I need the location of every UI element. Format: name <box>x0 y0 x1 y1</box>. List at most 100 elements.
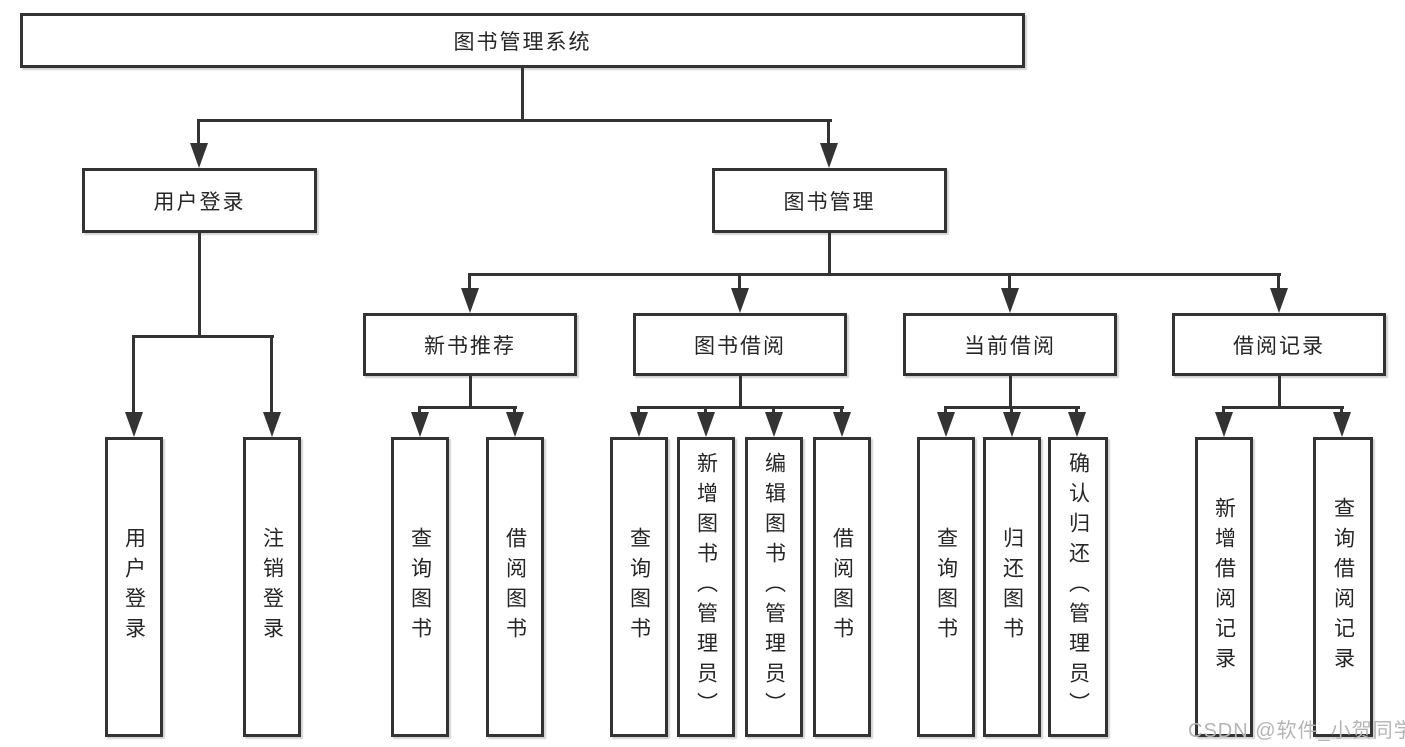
arrow-head-icon <box>937 412 955 437</box>
arrow-down-icon <box>937 406 955 437</box>
leaf-user-login-label: 用户登录 <box>122 527 146 647</box>
arrow-head-icon <box>1270 288 1288 313</box>
arrow-head-icon <box>630 412 648 437</box>
arrow-down-icon <box>1333 406 1351 437</box>
leaf-add-book-admin: 新增图书（管理员） <box>677 437 735 737</box>
connector-bookborrow-stub <box>739 376 742 406</box>
leaf-return-book: 归还图书 <box>983 437 1041 737</box>
node-current-borrowing: 当前借阅 <box>903 313 1117 376</box>
arrow-down-icon <box>1270 273 1288 313</box>
arrow-down-icon <box>630 406 648 437</box>
arrow-shaft <box>1008 273 1011 295</box>
arrow-head-icon <box>411 412 429 437</box>
leaf-query-book-2-label: 查询图书 <box>627 527 651 647</box>
leaf-query-book-2: 查询图书 <box>610 437 668 737</box>
arrow-head-icon <box>765 412 783 437</box>
arrow-head-icon <box>1215 412 1233 437</box>
arrow-head-icon <box>1003 412 1021 437</box>
leaf-query-book-1: 查询图书 <box>391 437 449 737</box>
node-new-book-recommend-label: 新书推荐 <box>424 334 516 358</box>
leaf-confirm-return-admin: 确认归还（管理员） <box>1048 437 1108 737</box>
node-book-management-label: 图书管理 <box>783 190 876 214</box>
connector-level3-rail <box>468 273 1281 276</box>
arrow-down-icon <box>820 119 838 168</box>
node-root-label: 图书管理系统 <box>453 30 592 54</box>
connector-newbook-rail <box>418 406 517 409</box>
arrow-down-icon <box>1215 406 1233 437</box>
node-borrowing-records-label: 借阅记录 <box>1233 334 1325 358</box>
connector-newbook-stub <box>469 376 472 406</box>
leaf-query-book-3: 查询图书 <box>917 437 975 737</box>
arrow-down-icon <box>765 406 783 437</box>
connector-root-stub <box>521 68 524 119</box>
leaf-user-login: 用户登录 <box>105 437 163 737</box>
arrow-shaft <box>270 335 273 419</box>
node-book-borrowing-label: 图书借阅 <box>694 334 786 358</box>
arrow-shaft <box>197 119 200 150</box>
connector-records-stub <box>1278 376 1281 406</box>
node-current-borrowing-label: 当前借阅 <box>964 334 1056 358</box>
arrow-down-icon <box>190 119 208 168</box>
node-user-login-label: 用户登录 <box>153 190 246 214</box>
connector-currentborrow-stub <box>1009 376 1012 406</box>
arrow-head-icon <box>263 412 281 437</box>
leaf-query-book-1-label: 查询图书 <box>408 527 432 647</box>
node-book-borrowing: 图书借阅 <box>633 313 847 376</box>
arrow-down-icon <box>461 273 479 313</box>
leaf-confirm-return-admin-label: 确认归还（管理员） <box>1066 452 1090 722</box>
node-user-login: 用户登录 <box>82 168 317 233</box>
arrow-head-icon <box>820 143 838 168</box>
leaf-query-book-3-label: 查询图书 <box>934 527 958 647</box>
leaf-borrow-book-2-label: 借阅图书 <box>830 527 854 647</box>
leaf-logout: 注销登录 <box>243 437 301 737</box>
leaf-query-borrow-record-label: 查询借阅记录 <box>1331 497 1355 677</box>
arrow-head-icon <box>833 412 851 437</box>
node-new-book-recommend: 新书推荐 <box>363 313 577 376</box>
arrow-shaft <box>1277 273 1280 295</box>
leaf-query-borrow-record: 查询借阅记录 <box>1313 437 1373 737</box>
leaf-borrow-book-1: 借阅图书 <box>486 437 544 737</box>
arrow-down-icon <box>1001 273 1019 313</box>
arrow-down-icon <box>125 335 143 437</box>
node-borrowing-records: 借阅记录 <box>1172 313 1386 376</box>
connector-records-rail <box>1222 406 1344 409</box>
leaf-edit-book-admin: 编辑图书（管理员） <box>745 437 803 737</box>
leaf-add-borrow-record-label: 新增借阅记录 <box>1212 497 1236 677</box>
arrow-head-icon <box>1068 412 1086 437</box>
arrow-down-icon <box>731 273 749 313</box>
arrow-down-icon <box>411 406 429 437</box>
leaf-borrow-book-2: 借阅图书 <box>813 437 871 737</box>
arrow-head-icon <box>1001 288 1019 313</box>
leaf-add-borrow-record: 新增借阅记录 <box>1195 437 1253 737</box>
node-book-management: 图书管理 <box>712 168 947 233</box>
arrow-down-icon <box>1003 406 1021 437</box>
arrow-head-icon <box>697 412 715 437</box>
arrow-down-icon <box>697 406 715 437</box>
leaf-edit-book-admin-label: 编辑图书（管理员） <box>762 452 786 722</box>
connector-bookmgmt-stub <box>828 233 831 273</box>
leaf-return-book-label: 归还图书 <box>1000 527 1024 647</box>
arrow-head-icon <box>125 412 143 437</box>
arrow-shaft <box>132 335 135 419</box>
arrow-shaft <box>827 119 830 150</box>
arrow-head-icon <box>731 288 749 313</box>
leaf-logout-label: 注销登录 <box>260 527 284 647</box>
connector-bookborrow-rail <box>637 406 844 409</box>
connector-userlogin-stub <box>198 233 201 335</box>
leaf-add-book-admin-label: 新增图书（管理员） <box>694 452 718 722</box>
arrow-head-icon <box>506 412 524 437</box>
arrow-head-icon <box>461 288 479 313</box>
connector-userlogin-rail <box>133 335 274 338</box>
arrow-down-icon <box>506 406 524 437</box>
arrow-down-icon <box>833 406 851 437</box>
arrow-shaft <box>468 273 471 295</box>
arrow-shaft <box>738 273 741 295</box>
node-root: 图书管理系统 <box>20 13 1025 68</box>
connector-level2-rail <box>198 119 832 122</box>
arrow-down-icon <box>263 335 281 437</box>
watermark: CSDN @软件_小贺同学 <box>1188 720 1405 742</box>
arrow-head-icon <box>1333 412 1351 437</box>
arrow-down-icon <box>1068 406 1086 437</box>
arrow-head-icon <box>190 143 208 168</box>
